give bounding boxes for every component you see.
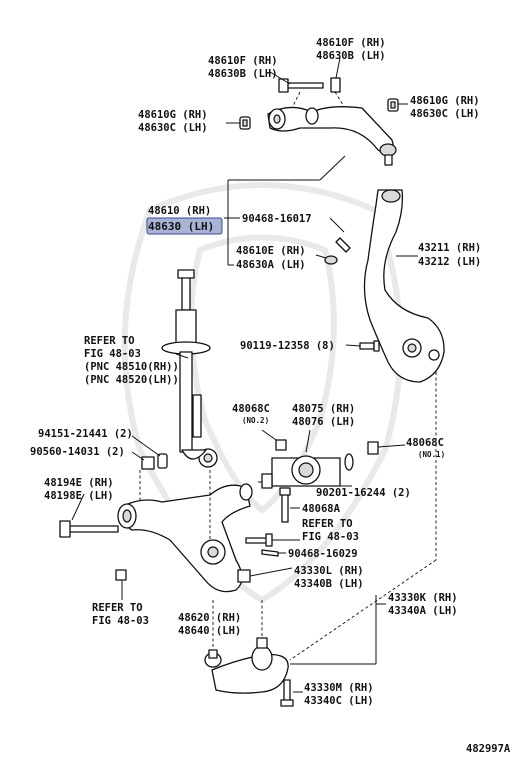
label-upper-bolt-l1: 48610F (RH)	[208, 55, 278, 67]
label-bushing-1: 48075 (RH)	[292, 403, 355, 415]
label-bolt-90119: 90119-12358 (8)	[240, 340, 335, 352]
label-nut-e-1: 48610E (RH)	[236, 245, 306, 257]
bolt-90468-16017[interactable]	[335, 237, 351, 253]
nut-lower-left[interactable]	[115, 569, 127, 581]
label-bolt-43330m-1: 43330M (RH)	[304, 682, 374, 694]
label-bush-l1: 48610G (RH)	[138, 109, 208, 121]
label-upper-bolt-r1: 48610F (RH)	[316, 37, 386, 49]
highlight-box	[146, 217, 223, 235]
nut-48068c-no1[interactable]	[367, 441, 379, 455]
bushing-left-48610g[interactable]	[239, 116, 251, 130]
lower-ball-joint[interactable]	[204, 637, 289, 694]
bolt-90468-16029[interactable]	[261, 549, 279, 557]
label-refer-3: (PNC 48510(RH))	[84, 361, 179, 373]
bushing-48075[interactable]	[271, 455, 341, 487]
label-bolt-90468-16017: 90468-16017	[242, 213, 312, 225]
upper-arm-nut-top[interactable]	[330, 77, 341, 93]
lower-control-arm[interactable]	[117, 483, 253, 593]
label-lower-arm-1: 48620 (RH)	[178, 612, 241, 624]
nut-48610e[interactable]	[324, 255, 338, 265]
nut-48068c-no2[interactable]	[275, 439, 287, 451]
label-refer-low-1: REFER TO	[92, 602, 143, 614]
label-refer-2: FIG 48-03	[84, 348, 141, 360]
label-bolt-90468-16029: 90468-16029	[288, 548, 358, 560]
washer-94151-21441[interactable]	[157, 453, 168, 469]
label-bush-l2: 48630C (LH)	[138, 122, 208, 134]
upper-stud-48194[interactable]	[261, 473, 273, 489]
label-group: 48610F (RH) 48630B (LH) 48610F (RH) 4863…	[30, 37, 511, 755]
label-c-left: 48068C	[232, 403, 270, 415]
label-upper-arm-rh[interactable]: 48610 (RH)	[148, 205, 211, 217]
label-bolt-43330m-2: 43340C (LH)	[304, 695, 374, 707]
label-upper-bolt-r2: 48630B (LH)	[316, 50, 386, 62]
lower-arm-rear-bolt[interactable]	[245, 533, 273, 547]
shock-absorber[interactable]	[161, 269, 218, 468]
bolt-48194e[interactable]	[59, 520, 119, 538]
bolt-48068a[interactable]	[279, 487, 291, 523]
label-bolt-48194-1: 48194E (RH)	[44, 477, 114, 489]
bolt-90119-12358[interactable]	[359, 340, 380, 352]
label-part-43330l-1: 43330L (RH)	[294, 565, 364, 577]
label-nut-e-2: 48630A (LH)	[236, 259, 306, 271]
label-part-43330l-2: 43340B (LH)	[294, 578, 364, 590]
upper-control-arm[interactable]	[267, 106, 397, 166]
bolt-43330m[interactable]	[280, 679, 294, 707]
nut-90560-14031[interactable]	[141, 456, 155, 470]
label-c-right-no: (NO.1)	[418, 450, 445, 459]
label-c-left-no: (NO.2)	[242, 416, 269, 425]
label-refer-mid-1: REFER TO	[302, 518, 353, 530]
label-refer-1: REFER TO	[84, 335, 135, 347]
label-bolt-48194-2: 48198E (LH)	[44, 490, 114, 502]
label-upper-bolt-l2: 48630B (LH)	[208, 68, 278, 80]
label-knuckle-1: 43211 (RH)	[418, 242, 481, 254]
label-bush-r2: 48630C (LH)	[410, 108, 480, 120]
label-part-90560: 90560-14031 (2)	[30, 446, 125, 458]
label-refer-low-2: FIG 48-03	[92, 615, 149, 627]
label-ball-joint-1: 43330K (RH)	[388, 592, 458, 604]
washer-90201-16244[interactable]	[344, 453, 354, 471]
label-refer-mid-2: FIG 48-03	[302, 531, 359, 543]
nut-43330l[interactable]	[237, 569, 251, 583]
label-upper-arm-lh[interactable]: 48630 (LH)	[148, 220, 214, 233]
label-knuckle-2: 43212 (LH)	[418, 256, 481, 268]
upper-arm-bolt-left[interactable]	[278, 78, 324, 93]
bushing-right-48610g[interactable]	[387, 98, 399, 112]
label-bush-r1: 48610G (RH)	[410, 95, 480, 107]
label-c-right: 48068C	[406, 437, 444, 449]
label-ball-joint-2: 43340A (LH)	[388, 605, 458, 617]
label-part-48068a: 48068A	[302, 503, 341, 515]
label-lower-arm-2: 48640 (LH)	[178, 625, 241, 637]
label-part-94151: 94151-21441 (2)	[38, 428, 133, 440]
diagram-id: 482997A	[466, 743, 511, 755]
label-refer-4: (PNC 48520(LH))	[84, 374, 179, 386]
label-bushing-2: 48076 (LH)	[292, 416, 355, 428]
label-part-90201: 90201-16244 (2)	[316, 487, 411, 499]
steering-knuckle[interactable]	[363, 189, 445, 383]
